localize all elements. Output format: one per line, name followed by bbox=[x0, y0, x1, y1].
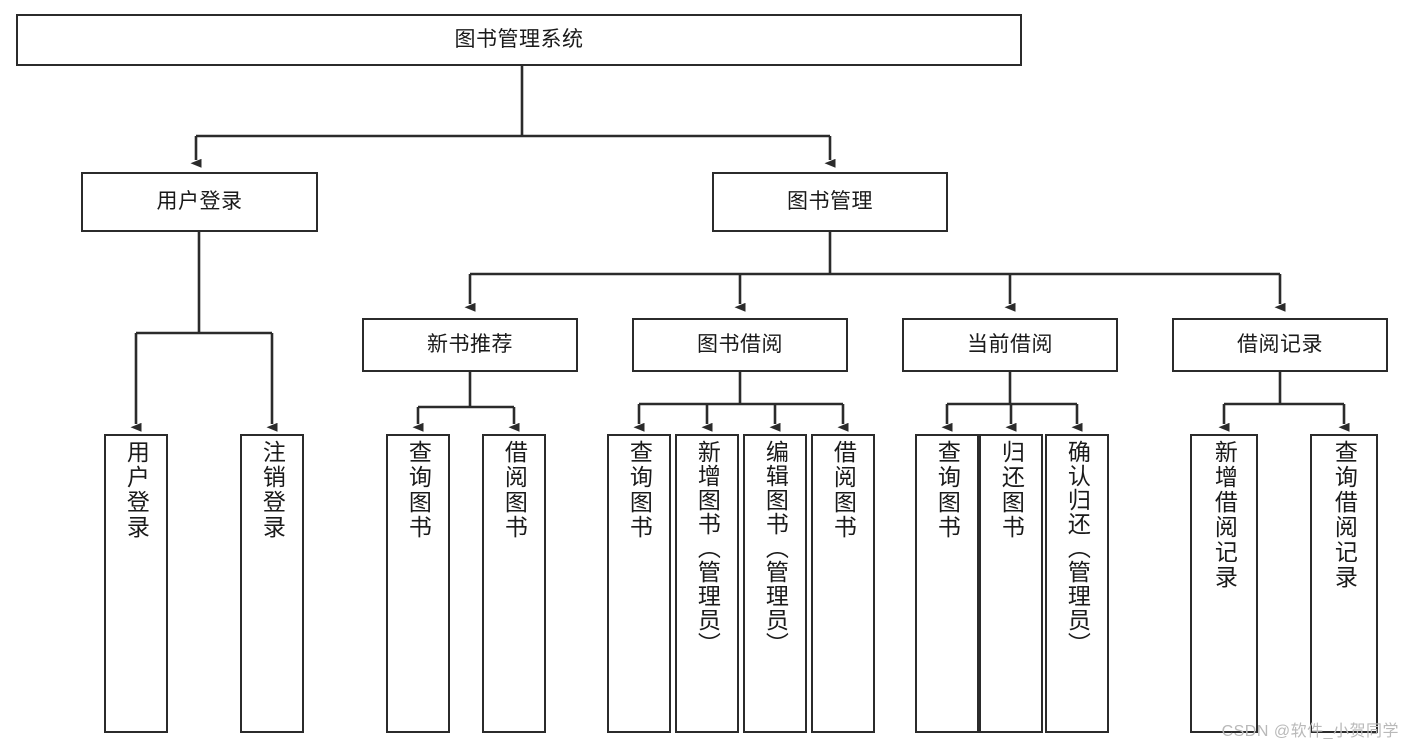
node-leaf-query-book-3[interactable]: 查询图书 bbox=[915, 434, 979, 733]
node-leaf-edit-book[interactable]: 编辑图书（管理员） bbox=[743, 434, 807, 733]
node-leaf-return-book[interactable]: 归还图书 bbox=[979, 434, 1043, 733]
node-new-book-recommend[interactable]: 新书推荐 bbox=[362, 318, 578, 372]
node-label: 注销登录 bbox=[259, 440, 286, 540]
node-leaf-add-book[interactable]: 新增图书（管理员） bbox=[675, 434, 739, 733]
node-label: 查询图书 bbox=[934, 440, 961, 540]
node-label: 图书管理 bbox=[787, 189, 873, 213]
node-label: 新书推荐 bbox=[427, 332, 513, 356]
node-leaf-query-book-2[interactable]: 查询图书 bbox=[607, 434, 671, 733]
node-label: 借阅图书 bbox=[501, 440, 528, 540]
node-label: 新增图书（管理员） bbox=[694, 440, 721, 656]
node-borrow-record[interactable]: 借阅记录 bbox=[1172, 318, 1388, 372]
node-leaf-query-book-1[interactable]: 查询图书 bbox=[386, 434, 450, 733]
node-label: 用户登录 bbox=[123, 440, 150, 540]
node-label: 新增借阅记录 bbox=[1211, 440, 1238, 590]
node-leaf-add-record[interactable]: 新增借阅记录 bbox=[1190, 434, 1258, 733]
node-label: 查询图书 bbox=[626, 440, 653, 540]
node-book-management[interactable]: 图书管理 bbox=[712, 172, 948, 232]
node-label: 编辑图书（管理员） bbox=[762, 440, 789, 656]
node-label: 查询图书 bbox=[405, 440, 432, 540]
node-label: 归还图书 bbox=[998, 440, 1025, 540]
node-label: 图书管理系统 bbox=[454, 27, 584, 51]
node-book-borrow[interactable]: 图书借阅 bbox=[632, 318, 848, 372]
node-leaf-user-login[interactable]: 用户登录 bbox=[104, 434, 168, 733]
node-leaf-borrow-book-1[interactable]: 借阅图书 bbox=[482, 434, 546, 733]
csdn-watermark: CSDN @软件_小贺同学 bbox=[1221, 723, 1399, 740]
node-label: 图书借阅 bbox=[697, 332, 783, 356]
node-label: 用户登录 bbox=[156, 189, 243, 213]
node-label: 确认归还（管理员） bbox=[1064, 440, 1091, 656]
node-label: 借阅记录 bbox=[1237, 332, 1323, 356]
node-leaf-confirm-return[interactable]: 确认归还（管理员） bbox=[1045, 434, 1109, 733]
node-user-login[interactable]: 用户登录 bbox=[81, 172, 318, 232]
node-label: 查询借阅记录 bbox=[1331, 440, 1358, 590]
node-current-borrow[interactable]: 当前借阅 bbox=[902, 318, 1118, 372]
node-leaf-query-record[interactable]: 查询借阅记录 bbox=[1310, 434, 1378, 733]
node-book-management-system[interactable]: 图书管理系统 bbox=[16, 14, 1022, 66]
node-label: 当前借阅 bbox=[967, 332, 1053, 356]
node-label: 借阅图书 bbox=[830, 440, 857, 540]
node-leaf-borrow-book-2[interactable]: 借阅图书 bbox=[811, 434, 875, 733]
node-leaf-logout-login[interactable]: 注销登录 bbox=[240, 434, 304, 733]
